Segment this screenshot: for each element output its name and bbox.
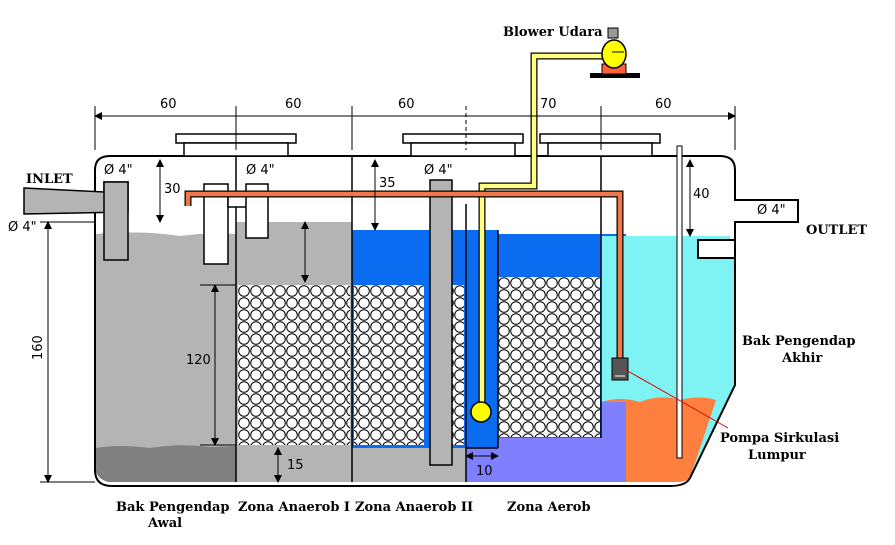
zone-label-anaerob-1: Zona Anaerob I — [238, 500, 350, 515]
settling-zone-water — [95, 232, 236, 482]
pipe-label-inlet: Ø 4" — [8, 220, 37, 235]
media-anaerob-1 — [238, 285, 350, 445]
dim-w4: 70 — [540, 97, 557, 112]
dim-h15: 15 — [287, 458, 304, 473]
pump-label-1: Pompa Sirkulasi — [720, 431, 839, 446]
dim-h160: 160 — [31, 335, 46, 360]
dim-w3: 60 — [398, 97, 415, 112]
manhole-cover-2 — [402, 133, 524, 144]
dim-h120: 120 — [186, 353, 211, 368]
zone-label-aerob: Zona Aerob — [507, 500, 591, 515]
inlet-tee — [103, 181, 129, 261]
dim-w5: 60 — [655, 97, 672, 112]
zone-label-bak-awal-2: Awal — [147, 516, 182, 531]
blower-label: Blower Udara — [503, 25, 603, 40]
dim-h30: 30 — [164, 182, 181, 197]
pump-label-2: Lumpur — [748, 448, 806, 463]
blower-icon — [590, 27, 640, 78]
dim-w1: 60 — [160, 97, 177, 112]
outlet-tube — [676, 145, 683, 459]
pipe-label-outlet: Ø 4" — [757, 203, 786, 218]
settling-sludge — [95, 445, 236, 482]
dim-h40: 40 — [693, 187, 710, 202]
pipe-label-3: Ø 4" — [424, 163, 453, 178]
zone-label-anaerob-2: Zona Anaerob II — [355, 500, 473, 515]
media-anaerob-2b — [452, 285, 464, 445]
tank-outline — [94, 155, 799, 487]
dim-h35: 35 — [379, 176, 396, 191]
pipe-label-1: Ø 4" — [104, 163, 133, 178]
pipe-label-2: Ø 4" — [246, 163, 275, 178]
air-diffuser — [470, 401, 492, 423]
inlet-label: INLET — [26, 172, 73, 187]
top-dimensions — [94, 106, 736, 150]
outlet-label: OUTLET — [806, 223, 867, 238]
media-aerob — [498, 277, 600, 437]
manhole-neck-2 — [410, 142, 516, 157]
aerob-sludge — [601, 402, 626, 482]
zone-label-bak-akhir-1: Bak Pengendap — [742, 334, 856, 349]
zone-label-bak-akhir-2: Akhir — [781, 351, 822, 366]
dim-w10: 10 — [476, 464, 493, 479]
dim-w2: 60 — [285, 97, 302, 112]
pump-callout-line — [625, 369, 729, 429]
sludge-pump — [611, 357, 629, 381]
zone-label-bak-awal-1: Bak Pengendap — [116, 500, 230, 515]
final-sludge — [601, 397, 716, 482]
media-anaerob-2 — [354, 285, 424, 445]
manhole-neck-3 — [547, 142, 653, 157]
transfer-pipe-3 — [429, 179, 453, 466]
manhole-cover-3 — [539, 133, 661, 144]
